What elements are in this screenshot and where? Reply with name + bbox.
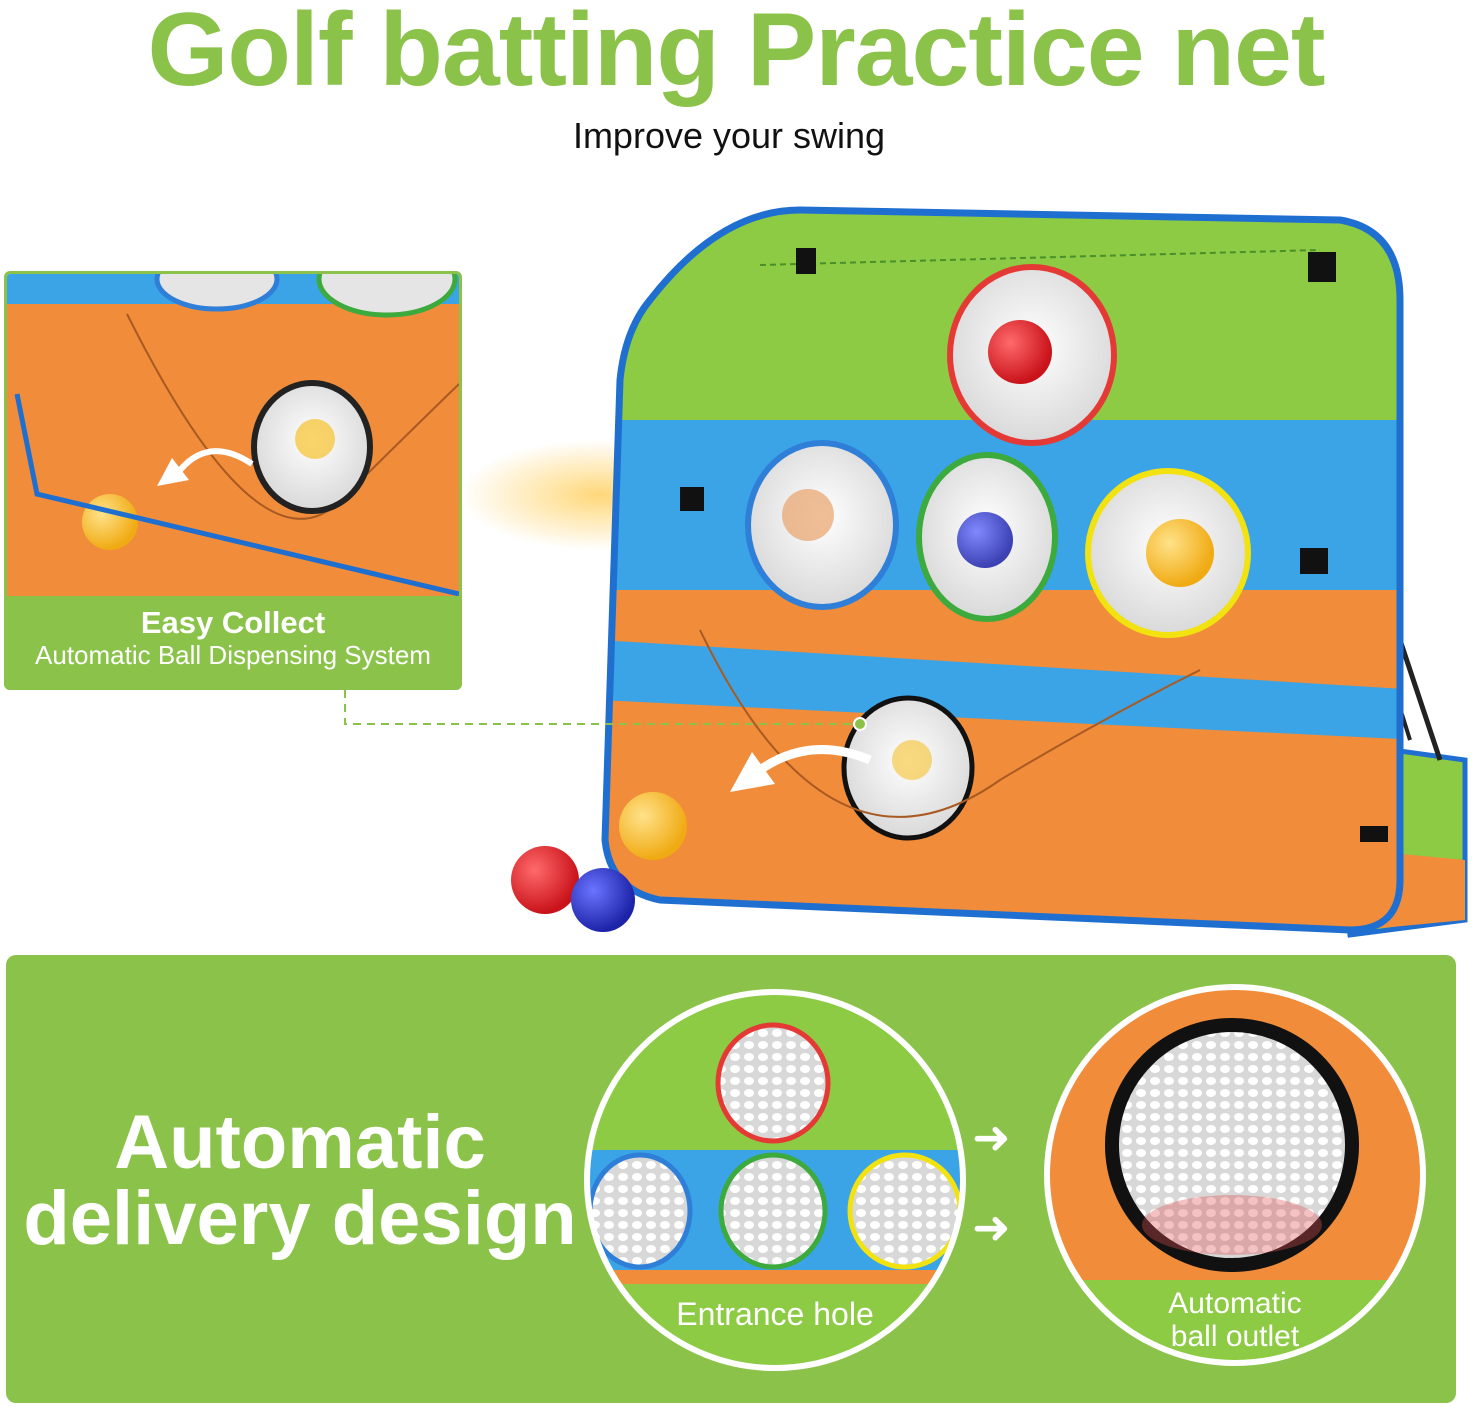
callout-caption: Easy Collect Automatic Ball Dispensing S… bbox=[4, 596, 462, 690]
feature-illustrations bbox=[584, 984, 1426, 1371]
ball-blue-in-target bbox=[957, 512, 1013, 568]
feature-title-line1: Automatic bbox=[114, 1100, 486, 1185]
net-frame bbox=[601, 206, 1404, 934]
page-title: Golf batting Practice net bbox=[147, 0, 1326, 108]
page-subtitle: Improve your swing bbox=[572, 115, 886, 156]
product-illustration bbox=[344, 206, 1468, 938]
strap-tab bbox=[680, 487, 704, 511]
curved-arrow-icon bbox=[757, 745, 872, 774]
feature-title-line2: delivery design bbox=[23, 1176, 577, 1261]
strap-tab bbox=[1300, 548, 1328, 574]
callout-title: Easy Collect bbox=[140, 605, 326, 640]
strap-tab bbox=[796, 248, 816, 274]
ball-red bbox=[511, 846, 579, 914]
strap-tab bbox=[1308, 252, 1336, 282]
curved-arrow-icon bbox=[174, 448, 254, 476]
right-arrow-icon: ➜ bbox=[972, 1110, 1011, 1164]
callout-connector bbox=[344, 690, 860, 725]
strap-tab bbox=[1360, 826, 1388, 842]
ball-red bbox=[988, 320, 1052, 384]
ball-yellow bbox=[619, 792, 687, 860]
callout-illustration bbox=[7, 274, 459, 604]
feature-title: Automatic delivery design bbox=[20, 1105, 580, 1257]
entrance-hole-label: Entrance hole bbox=[676, 1296, 874, 1332]
right-arrow-icon: ➜ bbox=[972, 1200, 1011, 1254]
ball-yellow-in-target bbox=[1146, 519, 1214, 587]
ball-blue bbox=[571, 868, 635, 932]
ball-outlet-closeup bbox=[1047, 987, 1423, 1363]
callout-subtitle: Automatic Ball Dispensing System bbox=[35, 640, 431, 670]
ball-outlet-label-line1: Automatic bbox=[1168, 1287, 1302, 1320]
callout-ball-yellow bbox=[82, 494, 138, 550]
ball-outlet-label: Automatic ball outlet bbox=[1105, 1287, 1365, 1353]
ball-outlet-label-line2: ball outlet bbox=[1170, 1320, 1300, 1353]
